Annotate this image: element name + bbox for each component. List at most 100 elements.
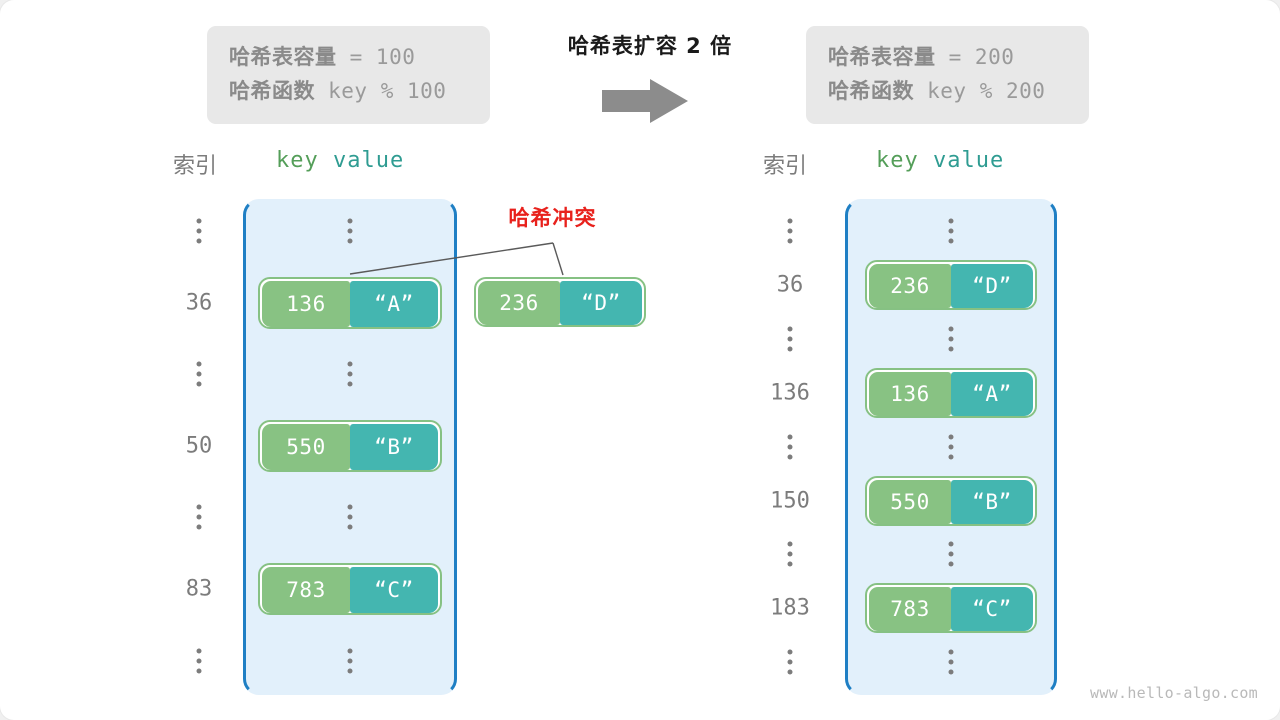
dot [787, 444, 793, 450]
pair-value: “B” [951, 479, 1033, 524]
dot [347, 371, 353, 377]
dot [196, 381, 202, 387]
hash-table-params-after: 哈希表容量 = 200 哈希函数 key % 200 [806, 26, 1089, 124]
dot [948, 541, 954, 547]
function-label-before: 哈希函数 [229, 79, 315, 103]
pair-key: 783 [262, 567, 350, 613]
index-ellipsis-after [787, 541, 793, 567]
key-value-pair[interactable]: 783“C” [258, 563, 442, 615]
index-ellipsis-before [196, 648, 202, 674]
key-value-pair[interactable]: 783“C” [865, 583, 1037, 634]
dot [787, 454, 793, 460]
pair-key: 136 [869, 371, 951, 416]
key-header-before: key [276, 148, 319, 173]
capacity-label-after: 哈希表容量 [828, 45, 936, 69]
dot [948, 659, 954, 665]
pair-key: 136 [262, 280, 350, 327]
dot [948, 551, 954, 557]
dot [347, 658, 353, 664]
index-ellipsis-after [787, 649, 793, 675]
hash-table-params-before: 哈希表容量 = 100 哈希函数 key % 100 [207, 26, 490, 124]
pair-value: “C” [951, 587, 1033, 632]
index-ellipsis-after [787, 434, 793, 460]
dot [787, 434, 793, 440]
key-header-after: key [876, 148, 919, 173]
dot [787, 238, 793, 244]
function-value-after: key % 200 [914, 79, 1046, 103]
dot [948, 454, 954, 460]
dot [347, 648, 353, 654]
index-ellipsis-before [196, 218, 202, 244]
key-value-column-header-after: key value [876, 148, 1004, 173]
dot [948, 649, 954, 655]
dot [948, 238, 954, 244]
capacity-label-before: 哈希表容量 [229, 45, 337, 69]
index-cell-before: 36 [185, 290, 213, 316]
key-value-pair[interactable]: 550“B” [258, 419, 442, 472]
dot [196, 524, 202, 530]
capacity-line-after: 哈希表容量 = 200 [828, 40, 1067, 74]
pair-key: 550 [869, 479, 951, 524]
index-column-header-after: 索引 [763, 154, 808, 179]
watermark: www.hello-algo.com [1090, 684, 1258, 702]
index-cell-after: 36 [776, 272, 804, 298]
value-header-before: value [333, 148, 405, 173]
dot [196, 228, 202, 234]
dot [347, 361, 353, 367]
collision-label: 哈希冲突 [508, 206, 597, 230]
index-cell-after: 136 [770, 380, 810, 406]
function-label-after: 哈希函数 [828, 79, 914, 103]
ellipsis-row-before [347, 648, 353, 674]
dot [787, 541, 793, 547]
dot [196, 658, 202, 664]
dot [787, 228, 793, 234]
pair-key: 550 [262, 423, 350, 470]
dot [787, 346, 793, 352]
dot [196, 504, 202, 510]
dot [196, 361, 202, 367]
colliding-key-value-pair[interactable]: 236“D” [474, 277, 646, 327]
pair-value: “A” [350, 280, 438, 327]
ellipsis-row-after [948, 326, 954, 352]
key-value-pair[interactable]: 136“A” [258, 276, 442, 329]
capacity-value-before: = 100 [336, 45, 416, 69]
dot [196, 371, 202, 377]
value-header-after: value [933, 148, 1005, 173]
pair-value: “C” [350, 567, 438, 613]
dot [787, 659, 793, 665]
index-ellipsis-before [196, 361, 202, 387]
key-value-pair[interactable]: 236“D” [865, 259, 1037, 310]
expand-title: 哈希表扩容 2 倍 [567, 34, 733, 58]
pair-value: “D” [951, 263, 1033, 308]
dot [347, 381, 353, 387]
dot [787, 669, 793, 675]
index-cell-before: 83 [185, 576, 213, 602]
pair-value: “A” [951, 371, 1033, 416]
dot [787, 551, 793, 557]
dot [787, 336, 793, 342]
capacity-line-before: 哈希表容量 = 100 [229, 40, 468, 74]
dot [948, 228, 954, 234]
dot [347, 218, 353, 224]
index-cell-before: 50 [185, 433, 213, 459]
dot [787, 326, 793, 332]
dot [948, 218, 954, 224]
dot [948, 561, 954, 567]
dot [948, 336, 954, 342]
key-value-pair[interactable]: 136“A” [865, 367, 1037, 418]
dot [347, 668, 353, 674]
dot [948, 444, 954, 450]
dot [196, 668, 202, 674]
function-line-after: 哈希函数 key % 200 [828, 74, 1067, 108]
ellipsis-row-before [347, 504, 353, 530]
ellipsis-row-after [948, 434, 954, 460]
key-value-pair[interactable]: 550“B” [865, 475, 1037, 526]
dot [347, 228, 353, 234]
dot [948, 346, 954, 352]
dot [787, 649, 793, 655]
index-column-header-before: 索引 [173, 154, 218, 179]
dot [787, 561, 793, 567]
ellipsis-row-before [347, 218, 353, 244]
dot [196, 514, 202, 520]
